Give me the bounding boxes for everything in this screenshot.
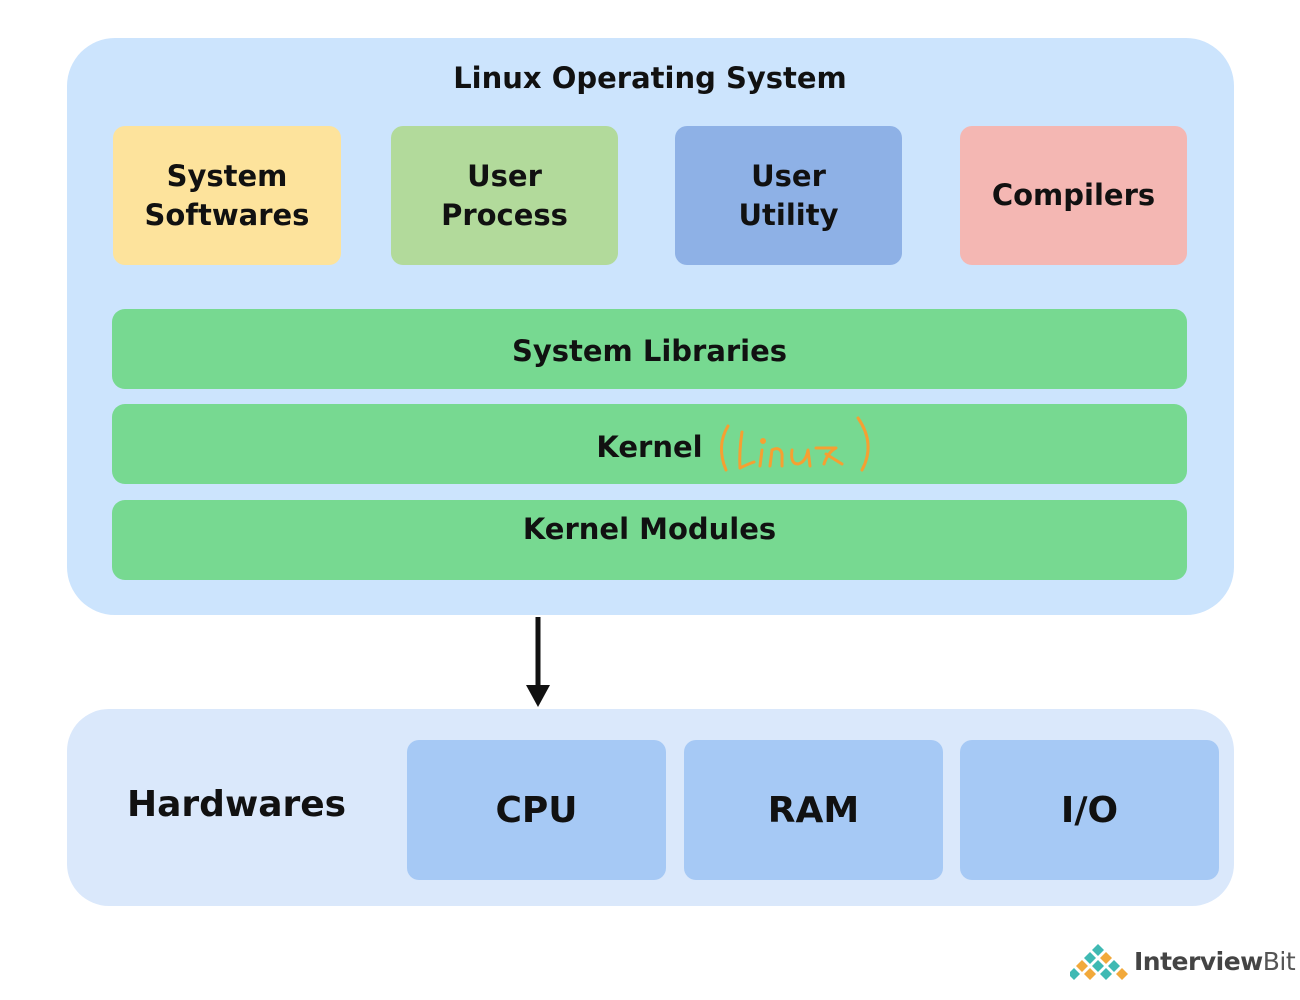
tile-system-softwares: System Softwares bbox=[113, 126, 341, 265]
tile-user-process: User Process bbox=[391, 126, 618, 265]
hardware-label: Hardwares bbox=[127, 784, 347, 825]
layer-kernel: Kernel bbox=[112, 404, 1187, 484]
os-panel-title: Linux Operating System bbox=[453, 61, 847, 95]
hardware-item-label: CPU bbox=[495, 789, 578, 831]
layer-kernel-modules: Kernel Modules bbox=[112, 500, 1187, 580]
tile-compilers: Compilers bbox=[960, 126, 1187, 265]
layer-label: Kernel bbox=[596, 430, 703, 464]
hardware-item-label: I/O bbox=[1060, 789, 1119, 831]
tile-label: Compilers bbox=[991, 178, 1156, 212]
triangle-dots-logo-icon bbox=[1070, 944, 1128, 980]
layer-label: Kernel Modules bbox=[522, 512, 777, 546]
handwritten-linux-note bbox=[720, 416, 870, 472]
logo-text: InterviewBit bbox=[1134, 946, 1296, 978]
interviewbit-logo: InterviewBit bbox=[1070, 940, 1296, 982]
logo-text-part2: Bit bbox=[1262, 947, 1296, 976]
down-arrow-icon bbox=[526, 617, 550, 707]
logo-text-part1: Interview bbox=[1134, 947, 1263, 976]
hardware-cpu: CPU bbox=[407, 740, 666, 880]
tile-label: User Process bbox=[441, 158, 568, 232]
tile-label: System Softwares bbox=[144, 158, 310, 232]
tile-label: User Utility bbox=[738, 158, 839, 232]
hardware-io: I/O bbox=[960, 740, 1219, 880]
hardware-ram: RAM bbox=[684, 740, 943, 880]
hardware-item-label: RAM bbox=[767, 789, 860, 831]
tile-user-utility: User Utility bbox=[675, 126, 902, 265]
layer-label: System Libraries bbox=[511, 334, 788, 368]
layer-system-libraries: System Libraries bbox=[112, 309, 1187, 389]
